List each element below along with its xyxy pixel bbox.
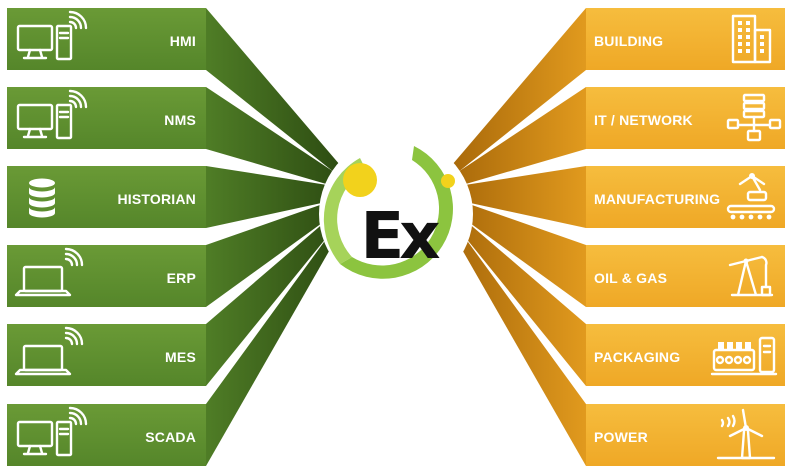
- left-label-mes: MES: [165, 349, 196, 365]
- left-connector: [206, 8, 340, 177]
- right-connector: [452, 8, 586, 177]
- right-connector: [452, 220, 586, 466]
- building-icon: [731, 14, 772, 64]
- right-industry-box: [586, 324, 785, 386]
- left-label-scada: SCADA: [145, 429, 196, 445]
- left-connector: [206, 87, 340, 188]
- logo-dot-large: [343, 163, 377, 197]
- right-industry-box: [586, 8, 785, 70]
- right-connector: [452, 209, 586, 386]
- left-system-box: [7, 245, 206, 307]
- right-industry-boxes: [586, 8, 785, 466]
- logo-ring-main: [340, 146, 453, 279]
- left-system-boxes: [7, 8, 206, 466]
- logo-text: Ex: [361, 200, 441, 274]
- right-industry-box: [586, 245, 785, 307]
- right-label-packaging: PACKAGING: [594, 349, 681, 365]
- left-connectors: [206, 8, 340, 466]
- left-label-nms: NMS: [164, 112, 196, 128]
- right-label-power: POWER: [594, 429, 648, 445]
- left-connector: [206, 166, 340, 228]
- network-icon: [726, 93, 782, 142]
- wind-turbine-icon: [716, 408, 776, 460]
- left-label-historian: HISTORIAN: [117, 191, 196, 207]
- desktop-wireless-icon: [16, 10, 88, 61]
- left-connector: [206, 209, 340, 386]
- left-system-box: [7, 87, 206, 149]
- right-label-oil-gas: OIL & GAS: [594, 270, 668, 286]
- desktop-wireless-icon: [16, 406, 88, 457]
- right-label-building: BUILDING: [594, 33, 664, 49]
- left-system-box: [7, 324, 206, 386]
- desktop-wireless-icon: [16, 89, 88, 140]
- laptop-wireless-icon: [14, 247, 84, 297]
- packaging-machine-icon: [710, 336, 778, 376]
- ex-logo: Ex: [319, 137, 473, 291]
- right-connector: [452, 198, 586, 307]
- laptop-wireless-icon: [14, 326, 84, 376]
- left-connector: [206, 220, 340, 466]
- right-industry-box: [586, 87, 785, 149]
- robot-arm-icon: [726, 173, 776, 220]
- left-label-erp: ERP: [166, 270, 196, 286]
- right-connectors: [452, 8, 586, 466]
- left-system-box: [7, 166, 206, 228]
- logo-dot-small: [441, 174, 455, 188]
- right-industry-box: [586, 166, 785, 228]
- left-system-box: [7, 404, 206, 466]
- right-industry-box: [586, 404, 785, 466]
- right-label-it-network: IT / NETWORK: [594, 112, 693, 128]
- left-label-hmi: HMI: [169, 33, 196, 49]
- left-system-box: [7, 8, 206, 70]
- logo-ring-inner: [323, 158, 366, 264]
- left-connector: [206, 198, 340, 307]
- oil-pump-icon: [728, 255, 774, 297]
- right-connector: [452, 166, 586, 228]
- right-connector: [452, 87, 586, 188]
- right-label-manufacturing: MANUFACTURING: [594, 191, 721, 207]
- database-icon: [29, 178, 55, 218]
